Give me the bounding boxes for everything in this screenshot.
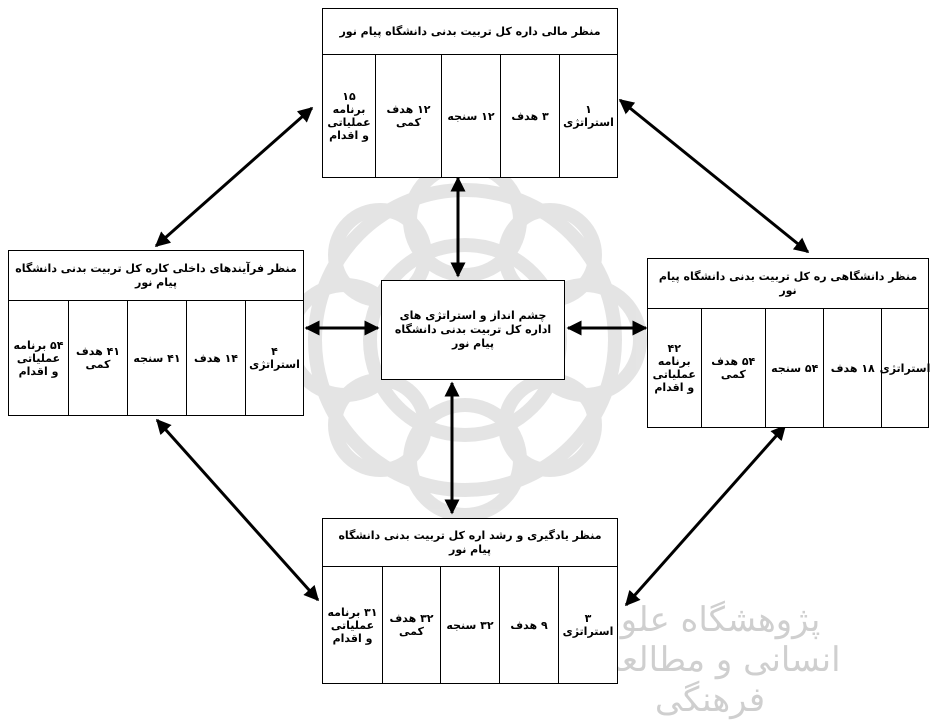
arrow-top-right	[618, 98, 810, 254]
learning-growth-perspective-box: منظر یادگیری و رشد اره کل تربیت بدنی دان…	[322, 518, 618, 684]
arrow-top-left	[154, 106, 314, 248]
box-title: منظر دانشگاهی ره کل تربیت بدنی دانشگاه پ…	[648, 259, 928, 309]
cell-measures: ۱۲ سنجه	[441, 55, 500, 177]
cell-quantitative-goals: ۳۲ هدف کمی	[382, 567, 440, 683]
cell-goals: ۳ هدف	[500, 55, 559, 177]
cell-goals: ۱۸ هدف	[823, 309, 881, 427]
cell-action-programs: ۱۵ برنامه عملیاتی و اقدام	[327, 90, 371, 142]
cell-strategy: ۴ استراتژی	[245, 301, 303, 415]
arrow-left-bottom	[155, 418, 320, 602]
arrow-right-bottom	[624, 424, 787, 607]
financial-perspective-box: منظر مالی داره کل تربیت بدنی دانشگاه پیا…	[322, 8, 618, 178]
box-title: منظر یادگیری و رشد اره کل تربیت بدنی دان…	[323, 519, 617, 567]
vision-strategies-box: چشم انداز و استراتژی های اداره کل تربیت …	[381, 280, 565, 380]
cell-measures: ۴۱ سنجه	[127, 301, 186, 415]
cell-quantitative-goals: ۴۱ هدف کمی	[68, 301, 127, 415]
internal-processes-perspective-box: منظر فرآیندهای داخلی کاره کل تربیت بدنی …	[8, 250, 304, 416]
cell-goals: ۹ هدف	[499, 567, 558, 683]
academic-perspective-box: منظر دانشگاهی ره کل تربیت بدنی دانشگاه پ…	[647, 258, 930, 428]
cell-strategy: ۱ استراتژی	[559, 55, 617, 177]
cell-strategy: ۳ استراتژی	[558, 567, 617, 683]
box-title: منظر مالی داره کل تربیت بدنی دانشگاه پیا…	[323, 9, 617, 55]
cell-strategy: استراتژی	[880, 309, 930, 427]
cell-goals: ۱۴ هدف	[186, 301, 245, 415]
cell-measures: ۵۴ سنجه	[764, 309, 824, 427]
cell-quantitative-goals: ۱۲ هدف کمی	[375, 55, 441, 177]
box-title: منظر فرآیندهای داخلی کاره کل تربیت بدنی …	[9, 251, 303, 301]
cell-action-programs: ۴۲ برنامه عملیاتی و اقدام	[652, 342, 696, 394]
cell-quantitative-goals: ۵۴ هدف کمی	[700, 309, 765, 427]
cell-action-programs: ۳۱ برنامه عملیاتی و اقدام	[327, 605, 378, 645]
cell-measures: ۳۲ سنجه	[440, 567, 499, 683]
cell-action-programs: ۵۴ برنامه عملیاتی و اقدام	[13, 338, 64, 378]
